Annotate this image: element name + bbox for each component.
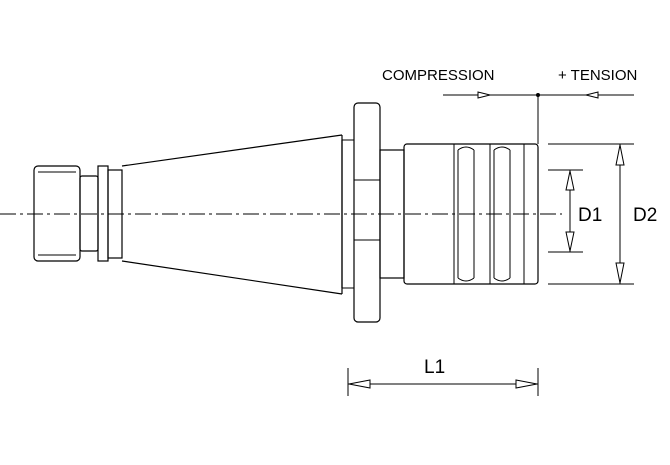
d1-label: D1	[578, 205, 602, 226]
compression-label: COMPRESSION	[382, 67, 495, 84]
l1-dimension	[347, 368, 539, 396]
flange	[341, 102, 405, 323]
d2-label: D2	[633, 205, 657, 226]
shank	[403, 143, 539, 285]
collet-nut	[33, 165, 123, 262]
compression-tension-dimension	[443, 91, 634, 144]
d2-dimension	[548, 143, 634, 285]
tension-label: + TENSION	[558, 67, 637, 84]
l1-label: L1	[424, 357, 445, 378]
d1-dimension	[548, 169, 583, 253]
